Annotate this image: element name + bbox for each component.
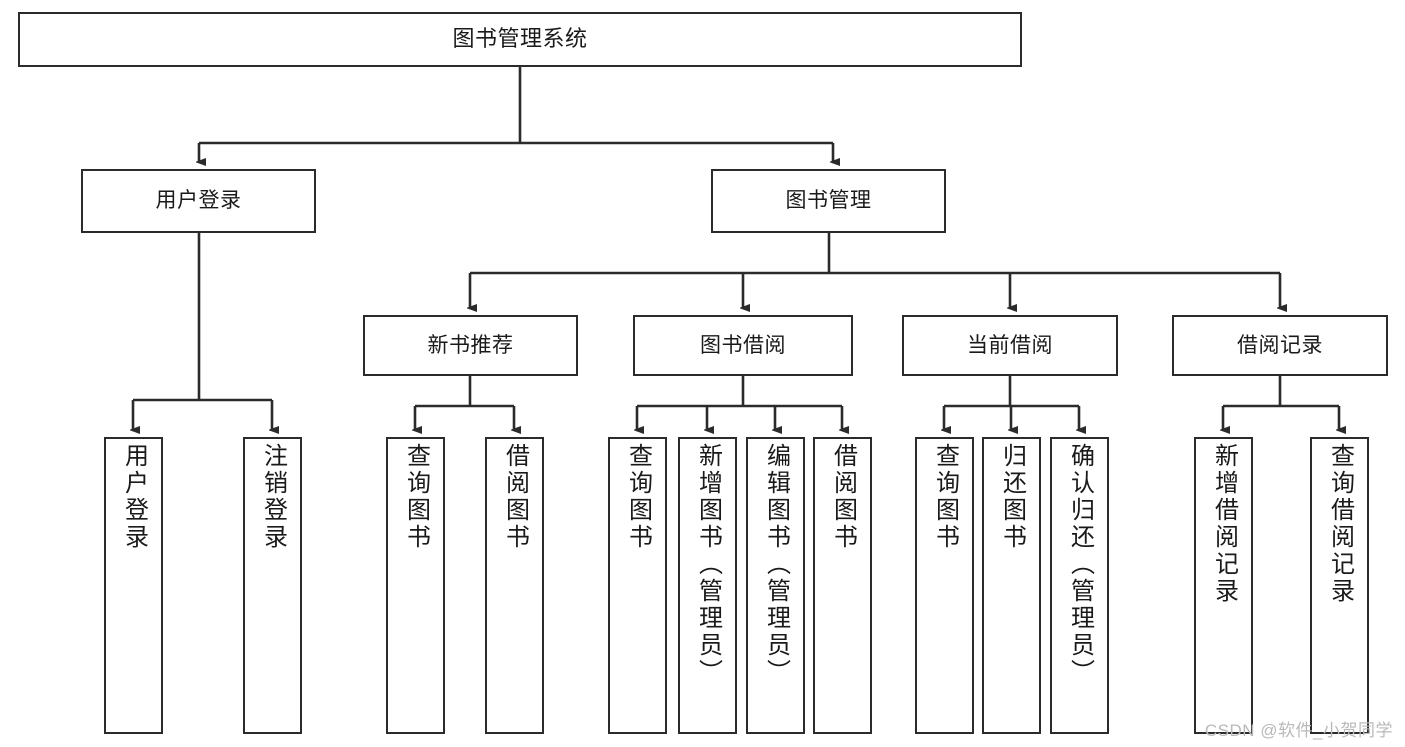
leaf-current-query-book[interactable]: 查询图书 [915,437,974,734]
leaf-borrow-edit-book-admin[interactable]: 编辑图书（管理员） [746,437,805,734]
node-label: 查询借阅记录 [1326,443,1354,605]
node-label: 图书管理系统 [452,26,588,52]
node-label: 借阅图书 [501,443,529,551]
node-label: 确认归还（管理员） [1066,443,1094,686]
node-label: 用户登录 [155,189,242,213]
node-label: 查询图书 [402,443,430,551]
node-book-borrow[interactable]: 图书借阅 [633,315,853,376]
leaf-borrow-add-book-admin[interactable]: 新增图书（管理员） [678,437,737,734]
node-label: 归还图书 [998,443,1026,551]
node-label: 新书推荐 [427,333,514,357]
node-book-management[interactable]: 图书管理 [711,169,946,233]
node-label: 注销登录 [259,443,287,551]
leaf-recommend-query-book[interactable]: 查询图书 [386,437,445,734]
node-label: 查询图书 [931,443,959,551]
leaf-borrow-borrow-book[interactable]: 借阅图书 [813,437,872,734]
node-label: 编辑图书（管理员） [762,443,790,686]
node-label: 新增借阅记录 [1210,443,1238,605]
node-label: 借阅图书 [829,443,857,551]
node-label: 新增图书（管理员） [694,443,722,686]
node-current-borrow[interactable]: 当前借阅 [902,315,1118,376]
node-borrow-record[interactable]: 借阅记录 [1172,315,1388,376]
watermark-text: CSDN @软件_小贺同学 [1204,721,1393,740]
leaf-record-add-record[interactable]: 新增借阅记录 [1194,437,1253,734]
node-label: 图书管理 [785,189,872,213]
node-label: 当前借阅 [967,333,1053,357]
leaf-user-login-signin[interactable]: 用户登录 [104,437,163,734]
leaf-borrow-query-book[interactable]: 查询图书 [608,437,667,734]
node-root-system[interactable]: 图书管理系统 [18,12,1022,67]
leaf-current-confirm-return-admin[interactable]: 确认归还（管理员） [1050,437,1109,734]
node-label: 借阅记录 [1237,333,1323,357]
node-label: 用户登录 [120,443,148,551]
node-label: 查询图书 [624,443,652,551]
leaf-recommend-borrow-book[interactable]: 借阅图书 [485,437,544,734]
node-user-login[interactable]: 用户登录 [81,169,316,233]
node-new-book-recommend[interactable]: 新书推荐 [363,315,578,376]
node-label: 图书借阅 [700,333,786,357]
leaf-record-query-record[interactable]: 查询借阅记录 [1310,437,1369,734]
leaf-user-login-signout[interactable]: 注销登录 [243,437,302,734]
leaf-current-return-book[interactable]: 归还图书 [982,437,1041,734]
